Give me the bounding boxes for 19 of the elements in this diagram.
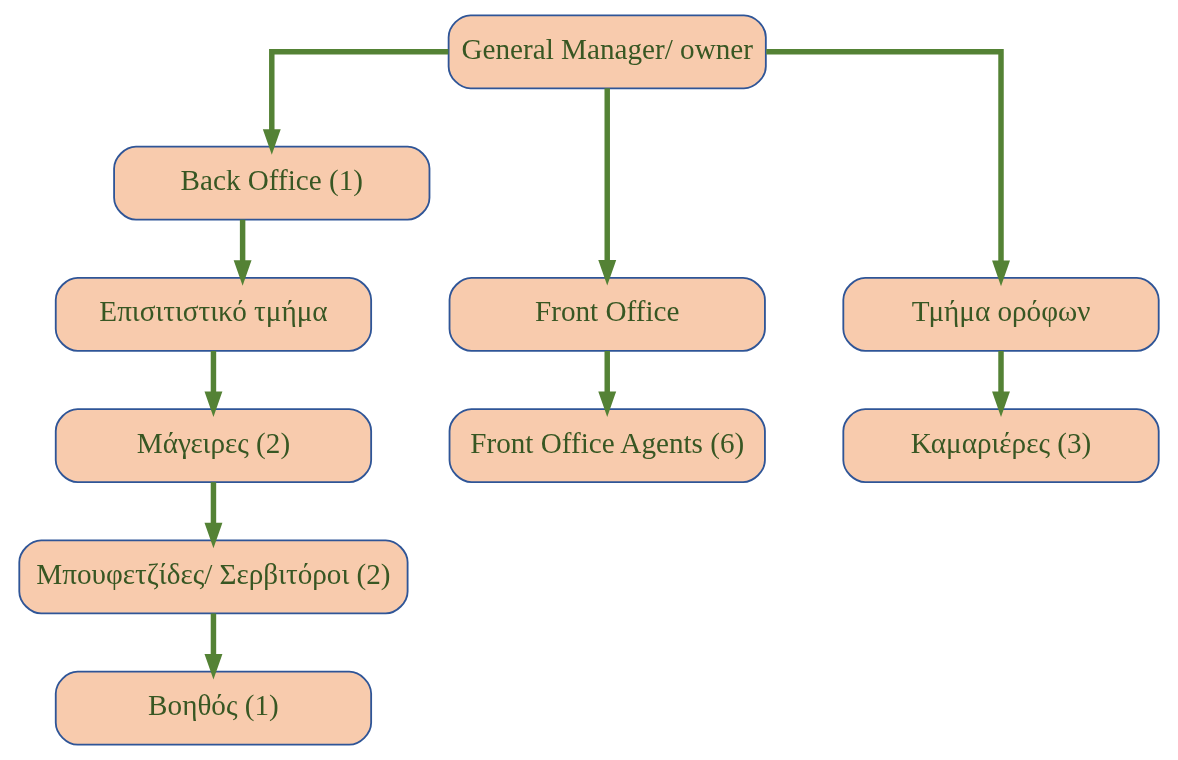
node-box: Front Office Agents (6) (448, 408, 766, 483)
arrow (598, 88, 617, 286)
node-box: Καμαριέρες (3) (842, 408, 1160, 483)
arrow (204, 613, 223, 680)
node-box: Επισιτιστικό τμήμα (54, 277, 373, 352)
node-box: Μπουφετζίδες/ Σερβιτόροι (2) (18, 539, 409, 615)
node-box: Βοηθός (1) (54, 670, 373, 746)
node-box: General Manager/ owner (447, 14, 767, 90)
node-box: Front Office (448, 277, 766, 352)
node-box: Τμήμα ορόφων (842, 277, 1160, 352)
arrow (204, 350, 223, 418)
arrow (992, 350, 1010, 418)
arrow (233, 219, 252, 286)
arrow (766, 49, 1010, 287)
node-box: Back Office (1) (113, 145, 431, 221)
arrow (598, 350, 617, 418)
node-box: Μάγειρες (2) (54, 408, 373, 483)
arrow (262, 49, 449, 155)
arrow (204, 482, 223, 549)
